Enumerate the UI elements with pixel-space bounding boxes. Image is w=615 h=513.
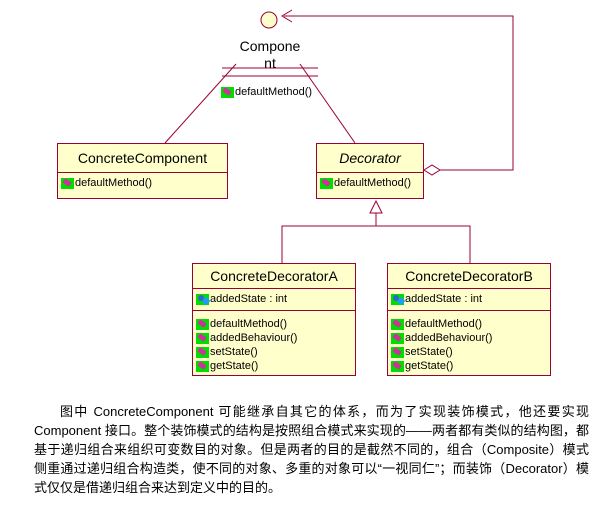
class-name: Decorator [317,144,423,173]
attribute-label: addedState : int [210,293,288,305]
method-label: addedBehaviour() [210,332,298,344]
aggregation-line [284,15,514,171]
method-label: defaultMethod() [210,318,288,330]
class-name: ConcreteComponent [58,144,227,173]
method-row: getState() [391,359,550,373]
method-row: setState() [391,345,550,359]
method-row: defaultMethod() [391,317,550,331]
method-label: addedBehaviour() [405,332,493,344]
caption-paragraph: 图中 ConcreteComponent 可能继承自其它的体系，而为了实现装饰模… [34,402,589,497]
attribute-icon [391,293,404,305]
method-row: setState() [196,345,355,359]
component-name-line1: Compone [239,38,301,54]
attributes-section: addedState : int [193,289,355,311]
method-row: defaultMethod() [320,176,423,190]
component-interface-name: Compone nt [228,38,312,72]
generalization-branch [281,225,471,263]
method-row: addedBehaviour() [196,331,355,345]
method-row: addedBehaviour() [391,331,550,345]
method-label: setState() [210,346,258,358]
method-label: defaultMethod() [334,177,412,189]
method-icon [391,318,404,330]
component-method-row: defaultMethod() [221,85,312,99]
method-icon [391,346,404,358]
aggregation-diamond-icon [423,164,441,176]
class-name: ConcreteDecoratorA [193,264,355,289]
method-label: getState() [405,360,454,372]
class-decorator[interactable]: Decorator defaultMethod() [316,143,424,199]
method-label: defaultMethod() [75,177,153,189]
method-icon [61,177,74,189]
method-icon [391,360,404,372]
realization-concrete-component [164,63,237,144]
class-concrete-decorator-a[interactable]: ConcreteDecoratorA addedState : int defa… [192,263,356,376]
attribute-label: addedState : int [405,293,483,305]
method-label: defaultMethod() [405,318,483,330]
caption-text: 图中 ConcreteComponent 可能继承自其它的体系，而为了实现装饰模… [34,404,589,495]
method-row: defaultMethod() [61,176,227,190]
uml-connectors [164,9,514,263]
component-method-label: defaultMethod() [235,86,313,98]
methods-section: defaultMethod() addedBehaviour() setStat… [388,311,550,376]
method-label: getState() [210,360,259,372]
class-concrete-component[interactable]: ConcreteComponent defaultMethod() [57,143,228,199]
generalization-arrow-icon [369,199,383,214]
method-icon [196,318,209,330]
method-icon [391,332,404,344]
method-label: setState() [405,346,453,358]
realization-decorator [299,63,356,144]
attribute-row: addedState : int [391,292,550,306]
methods-section: defaultMethod() [317,173,423,193]
attribute-icon [196,293,209,305]
method-icon [196,332,209,344]
method-icon [320,177,333,189]
methods-section: defaultMethod() [58,173,227,193]
method-icon [221,86,234,98]
methods-section: defaultMethod() addedBehaviour() setStat… [193,311,355,376]
attribute-row: addedState : int [196,292,355,306]
method-icon [196,360,209,372]
attributes-section: addedState : int [388,289,550,311]
class-name: ConcreteDecoratorB [388,264,550,289]
class-concrete-decorator-b[interactable]: ConcreteDecoratorB addedState : int defa… [387,263,551,376]
aggregation-arrowhead-icon [281,9,293,23]
component-name-line2: nt [264,55,276,71]
method-row: defaultMethod() [196,317,355,331]
method-row: getState() [196,359,355,373]
interface-lollipop-icon [260,11,278,29]
method-icon [196,346,209,358]
